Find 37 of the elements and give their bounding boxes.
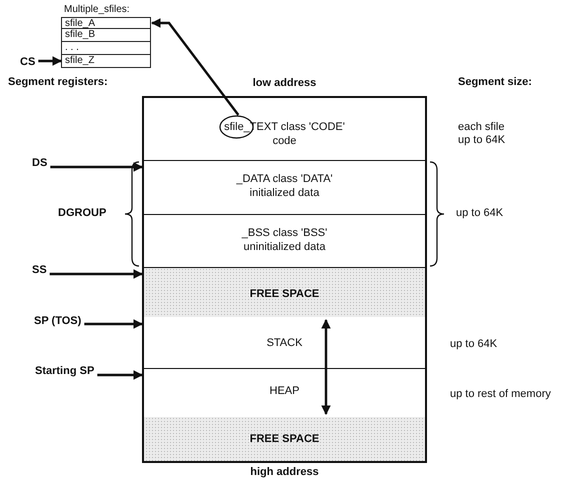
register-label: CS (20, 55, 36, 69)
pointer-arrow (97, 370, 143, 380)
pointer-arrow (84, 319, 143, 329)
leader-arrow (151, 18, 240, 116)
pointer-arrow (321, 319, 331, 415)
file-row: . . . (61, 42, 151, 55)
free-space-segment (142, 417, 427, 463)
pointer-arrow (50, 269, 143, 279)
size-note: up to 64K (450, 338, 498, 351)
table-heading: Multiple_sfiles: (64, 4, 130, 15)
pointer-arrow (38, 56, 62, 66)
size-note: up to rest of memory (450, 388, 551, 401)
file-row: sfile_B (61, 29, 151, 42)
column-heading: Segment registers: (8, 76, 108, 89)
segment-label: FREE SPACE (248, 433, 320, 445)
segment-label: initialized data (248, 187, 320, 199)
register-label: DS (32, 156, 48, 170)
segment-label: uninitialized data (242, 241, 326, 253)
file-row: sfile_A (61, 17, 151, 29)
size-note: up to 64K (456, 207, 504, 220)
free-space-segment (142, 267, 427, 317)
register-label: SS (32, 263, 47, 277)
segment-label: STACK (266, 337, 304, 349)
segment-label: FREE SPACE (248, 288, 320, 300)
address-label: low address (252, 77, 318, 89)
register-label: SP (TOS) (34, 314, 82, 328)
register-label: Starting SP (35, 364, 94, 378)
segment-label: HEAP (268, 385, 300, 397)
segment-label: _DATA class 'DATA' (235, 173, 334, 185)
group-label: DGROUP (58, 207, 106, 220)
pointer-arrow (50, 162, 143, 172)
column-heading: Segment size: (458, 76, 532, 89)
size-note: each sfile up to 64K (458, 121, 506, 147)
segment-label: code (272, 135, 298, 147)
segment-label: _BSS class 'BSS' (240, 227, 328, 239)
file-row: sfile_Z (61, 55, 151, 68)
address-label: high address (249, 466, 320, 478)
